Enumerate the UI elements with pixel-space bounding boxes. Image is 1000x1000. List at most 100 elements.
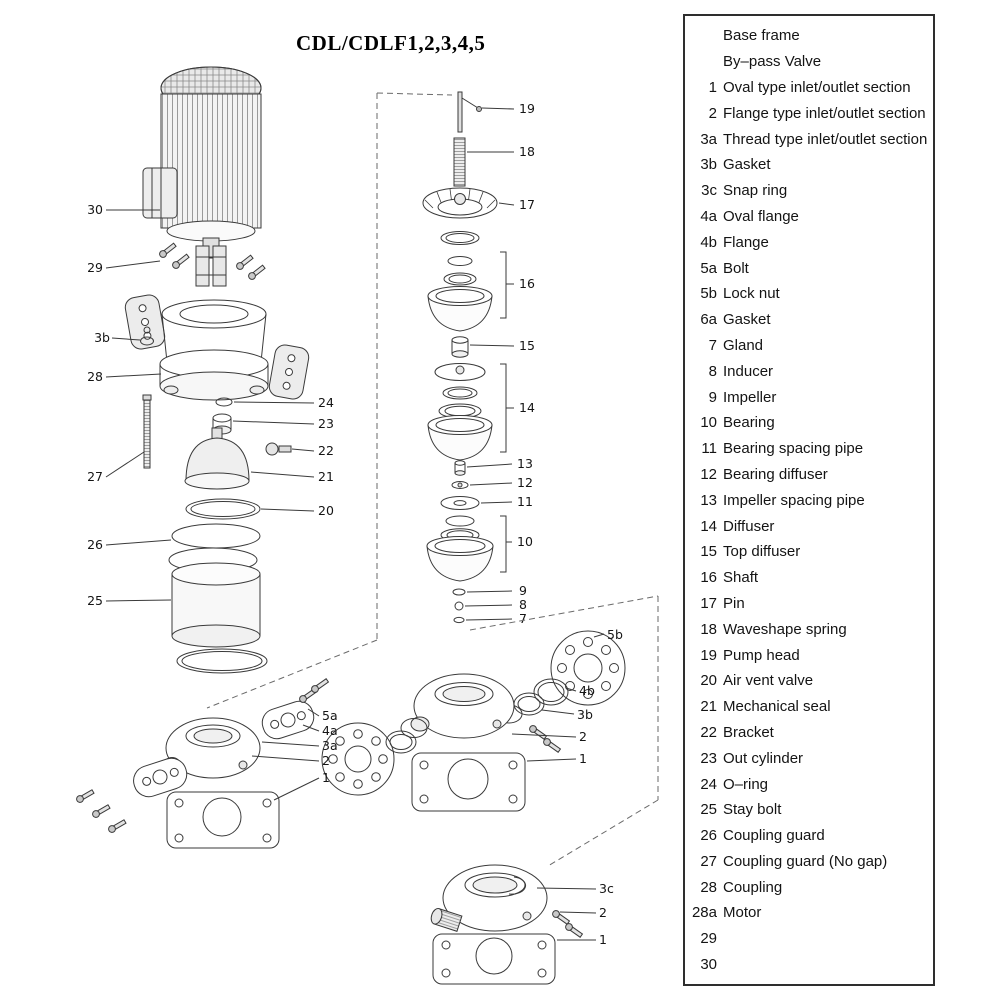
part-number: 11 bbox=[701, 440, 717, 458]
callout-22: 22 bbox=[318, 443, 334, 458]
part-label: Oval type inlet/outlet section bbox=[723, 78, 911, 96]
callout-4b: 4b bbox=[579, 683, 595, 698]
part-label: Top diffuser bbox=[723, 543, 801, 561]
callout-1-thread: 1 bbox=[599, 932, 607, 947]
part-number: 28 bbox=[700, 878, 717, 896]
part-label: Bolt bbox=[723, 259, 749, 277]
part-label: Bearing spacing pipe bbox=[723, 440, 864, 458]
part-label: Shaft bbox=[723, 569, 759, 587]
part-number: 6a bbox=[700, 311, 717, 329]
part-number: 20 bbox=[700, 672, 717, 690]
part-label: Snap ring bbox=[723, 182, 788, 200]
part-number: 2 bbox=[708, 104, 717, 122]
part-label: Mechanical seal bbox=[723, 698, 831, 716]
parts-list-row: 11 Bearing spacing pipe bbox=[687, 436, 929, 462]
parts-list-row: By–pass Valve bbox=[687, 49, 929, 75]
part-number: 10 bbox=[700, 414, 717, 432]
thread-assembly-drawing bbox=[430, 864, 584, 985]
part-label: Motor bbox=[723, 904, 762, 922]
callout-5b: 5b bbox=[607, 627, 623, 642]
part-label: Inducer bbox=[723, 362, 774, 380]
part-label: O–ring bbox=[723, 775, 769, 793]
callout-16: 16 bbox=[519, 276, 535, 291]
part-number: 24 bbox=[700, 775, 717, 793]
part-number: 27 bbox=[700, 852, 717, 870]
part-number: 13 bbox=[700, 491, 717, 509]
bracket-drawing bbox=[159, 299, 269, 401]
part-label: Coupling bbox=[723, 878, 783, 896]
parts-list-row: 23 Out cylinder bbox=[687, 745, 929, 771]
callout-27: 27 bbox=[87, 469, 103, 484]
callout-19: 19 bbox=[519, 101, 535, 116]
part-number: 3a bbox=[700, 130, 717, 148]
callout-29: 29 bbox=[87, 260, 103, 275]
callout-13: 13 bbox=[517, 456, 533, 471]
part-label: Air vent valve bbox=[723, 672, 814, 690]
callout-8: 8 bbox=[519, 597, 527, 612]
parts-list-row: 16 Shaft bbox=[687, 565, 929, 591]
leader-lines-thread-assembly bbox=[536, 887, 597, 941]
callout-12: 12 bbox=[517, 475, 533, 490]
part-number: 26 bbox=[700, 827, 717, 845]
part-label: Base frame bbox=[723, 27, 800, 45]
part-number: 16 bbox=[700, 569, 717, 587]
part-number: 21 bbox=[700, 698, 717, 716]
part-label: Diffuser bbox=[723, 517, 775, 535]
coupling-drawing bbox=[195, 245, 227, 287]
coupling-guard-left-drawing bbox=[124, 294, 166, 350]
leader-lines-seal bbox=[232, 401, 315, 512]
part-number: 23 bbox=[700, 749, 717, 767]
part-label: By–pass Valve bbox=[723, 53, 822, 71]
callout-2-oval: 2 bbox=[322, 753, 330, 768]
callout-3b-left: 3b bbox=[94, 330, 110, 345]
part-number: 22 bbox=[700, 723, 717, 741]
callout-3b: 3b bbox=[577, 707, 593, 722]
parts-list-row: 12 Bearing diffuser bbox=[687, 462, 929, 488]
callout-17: 17 bbox=[519, 197, 535, 212]
part-label: Impeller bbox=[723, 388, 777, 406]
parts-list-row: 3a Thread type inlet/outlet section bbox=[687, 126, 929, 152]
diagram-title: CDL/CDLF1,2,3,4,5 bbox=[296, 31, 486, 55]
callout-20: 20 bbox=[318, 503, 334, 518]
part-label: Pin bbox=[723, 594, 745, 612]
callout-23: 23 bbox=[318, 416, 334, 431]
callout-28: 28 bbox=[87, 369, 103, 384]
part-label: Gland bbox=[723, 336, 764, 354]
callout-1-flange: 1 bbox=[579, 751, 587, 766]
part-number: 19 bbox=[700, 646, 717, 664]
cylinder-parts-drawing bbox=[168, 523, 268, 674]
part-label: Bearing diffuser bbox=[723, 465, 828, 483]
part-label: Oval flange bbox=[723, 207, 799, 225]
parts-list-row: 21 Mechanical seal bbox=[687, 694, 929, 720]
part-number: 5a bbox=[700, 259, 717, 277]
part-number: 17 bbox=[700, 594, 717, 612]
part-label: Gasket bbox=[723, 156, 771, 174]
part-number: 12 bbox=[700, 465, 717, 483]
callout-1-oval: 1 bbox=[322, 770, 330, 785]
part-label: Thread type inlet/outlet section bbox=[723, 130, 928, 148]
parts-list-row: 8 Inducer bbox=[687, 358, 929, 384]
part-label: Stay bolt bbox=[723, 801, 782, 819]
part-label: Gasket bbox=[723, 311, 771, 329]
parts-list-row: 17 Pin bbox=[687, 591, 929, 617]
part-label: Flange bbox=[723, 233, 769, 251]
part-number: 8 bbox=[708, 362, 717, 380]
motor-drawing bbox=[142, 66, 262, 259]
flange-assembly-drawing bbox=[410, 630, 626, 812]
part-label: Out cylinder bbox=[723, 749, 804, 767]
parts-list-row: 30 bbox=[687, 952, 929, 978]
gasket-small-drawing bbox=[140, 326, 154, 346]
callout-2-flange: 2 bbox=[579, 729, 587, 744]
part-label: Coupling guard (No gap) bbox=[723, 852, 888, 870]
callout-15: 15 bbox=[519, 338, 535, 353]
